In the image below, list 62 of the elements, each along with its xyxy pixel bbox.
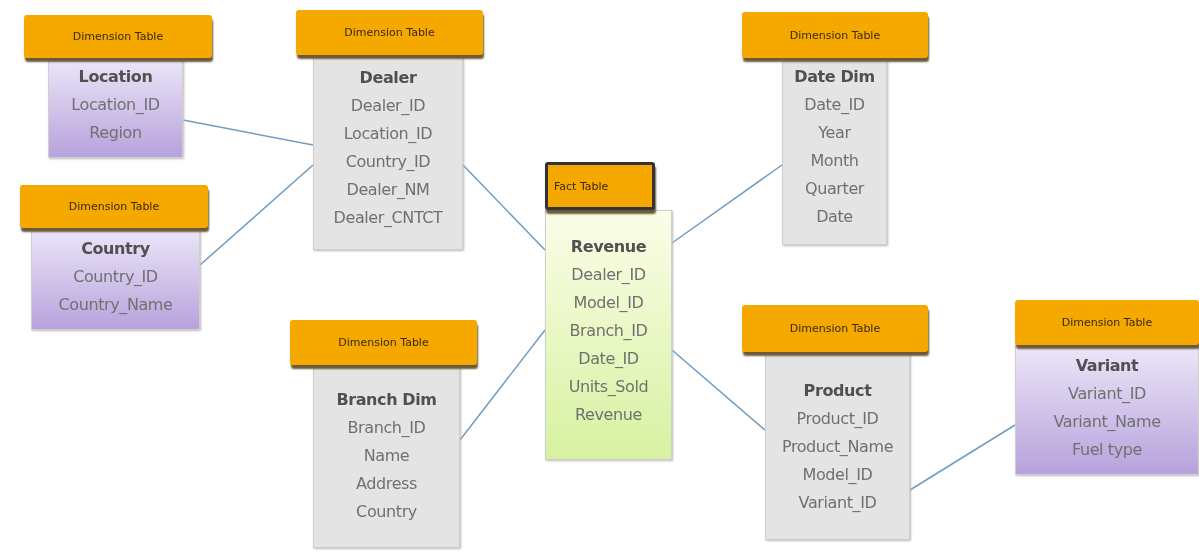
field-name: Quarter xyxy=(805,178,864,200)
field-name: Address xyxy=(356,473,417,495)
table-header: Dimension Table xyxy=(1015,300,1199,345)
field-name: Date xyxy=(816,206,853,228)
table-name: Revenue xyxy=(570,236,647,258)
table-header: Fact Table xyxy=(545,162,655,210)
connector-line xyxy=(671,164,783,244)
field-name: Model_ID xyxy=(573,292,644,314)
field-name: Dealer_ID xyxy=(350,95,426,117)
table-name: Country xyxy=(81,238,150,260)
field-name: Year xyxy=(818,122,851,144)
field-name: Fuel type xyxy=(1072,439,1142,461)
field-name: Month xyxy=(810,150,859,172)
field-name: Location_ID xyxy=(343,123,433,145)
table-header: Dimension Table xyxy=(742,305,928,352)
table-name: Date Dim xyxy=(794,66,875,88)
table-name: Location xyxy=(78,66,153,88)
field-name: Branch_ID xyxy=(347,417,426,439)
table-node xyxy=(290,320,477,548)
field-name: Location_ID xyxy=(71,94,160,116)
field-name: Variant_ID xyxy=(1068,383,1146,405)
table-name: Dealer xyxy=(359,67,417,89)
table-name: Branch Dim xyxy=(336,389,437,411)
table-header: Dimension Table xyxy=(290,320,477,365)
table-header: Dimension Table xyxy=(742,12,928,58)
field-name: Country_ID xyxy=(73,266,158,288)
connector-line xyxy=(199,164,314,266)
field-name: Branch_ID xyxy=(569,320,648,342)
field-name: Country_Name xyxy=(58,294,173,316)
table-node xyxy=(296,10,483,250)
table-header: Dimension Table xyxy=(24,15,212,58)
field-name: Region xyxy=(89,122,142,144)
connector-line xyxy=(909,424,1016,491)
table-name: Product xyxy=(803,380,872,402)
table-name: Variant xyxy=(1075,355,1139,377)
field-name: Dealer_CNTCT xyxy=(333,207,443,229)
field-name: Model_ID xyxy=(802,464,873,486)
field-name: Date_ID xyxy=(804,94,865,116)
connector-line xyxy=(462,164,546,251)
field-name: Dealer_NM xyxy=(346,179,430,201)
field-name: Country xyxy=(356,501,417,523)
table-header: Dimension Table xyxy=(20,185,208,228)
table-node xyxy=(545,162,672,460)
field-name: Units_Sold xyxy=(568,376,649,398)
table-node xyxy=(742,12,928,245)
field-name: Date_ID xyxy=(578,348,639,370)
connector-line xyxy=(671,349,766,431)
table-node xyxy=(20,185,208,330)
table-node xyxy=(742,305,928,540)
field-name: Variant_Name xyxy=(1053,411,1161,433)
field-name: Product_ID xyxy=(796,408,879,430)
field-name: Country_ID xyxy=(345,151,431,173)
field-name: Product_Name xyxy=(781,436,894,458)
field-name: Revenue xyxy=(575,404,642,426)
field-name: Name xyxy=(363,445,410,467)
connector-line xyxy=(182,119,314,146)
field-name: Dealer_ID xyxy=(571,264,646,286)
table-node xyxy=(1015,300,1199,475)
connector-line xyxy=(459,329,546,441)
field-name: Variant_ID xyxy=(798,492,877,514)
table-node xyxy=(24,15,212,158)
table-header: Dimension Table xyxy=(296,10,483,55)
